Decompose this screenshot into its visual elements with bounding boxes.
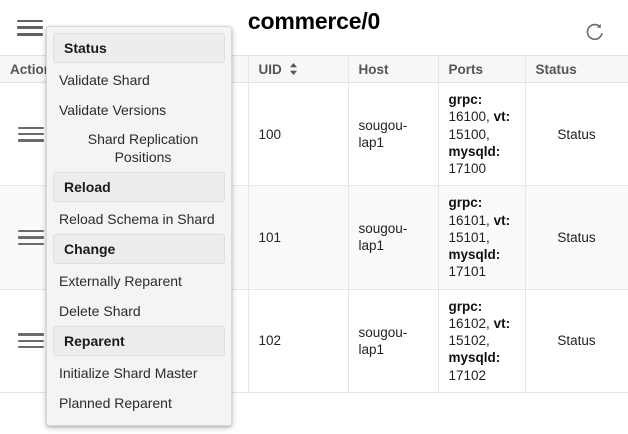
- hamburger-line: [18, 339, 44, 342]
- menu-item-externally-reparent[interactable]: Externally Reparent: [59, 273, 182, 289]
- hamburger-icon[interactable]: [18, 126, 44, 142]
- port-value-grpc: 16102,: [448, 315, 490, 331]
- port-value-vt: 15102,: [448, 333, 490, 349]
- menu-section-header-change: Change: [53, 234, 225, 264]
- hamburger-line: [18, 133, 44, 136]
- hamburger-line: [18, 139, 44, 142]
- port-label-grpc: grpc:: [448, 195, 483, 211]
- column-header-host-label: Host: [358, 61, 389, 77]
- port-value-grpc: 16100,: [448, 109, 490, 125]
- row-status: Status: [525, 82, 628, 187]
- column-header-ports-label: Ports: [448, 61, 484, 77]
- column-header-status-label: Status: [535, 61, 577, 77]
- menu-section-header-reparent: Reparent: [53, 326, 225, 356]
- hamburger-line: [18, 346, 44, 349]
- row-ports: grpc: 16102, vt: 15102, mysqld: 17102: [438, 289, 526, 393]
- row-uid: 102: [248, 289, 349, 393]
- column-header-uid-label: UID: [258, 61, 282, 77]
- table-row: 101 sougou-lap1 grpc: 16101, vt: 15101, …: [0, 185, 628, 290]
- hamburger-line: [17, 26, 43, 29]
- menu-item-initialize-shard-master[interactable]: Initialize Shard Master: [59, 365, 198, 381]
- hamburger-line: [18, 333, 44, 336]
- hamburger-line: [18, 242, 44, 245]
- menu-item-shard-replication-positions[interactable]: Shard Replication Positions: [87, 131, 199, 165]
- column-header-status: Status: [525, 55, 628, 83]
- port-label-vt: vt:: [493, 109, 511, 125]
- refresh-button[interactable]: [584, 21, 606, 43]
- row-uid: 100: [248, 82, 349, 187]
- menu-item-validate-versions[interactable]: Validate Versions: [59, 102, 167, 118]
- port-value-vt: 15100,: [448, 126, 490, 142]
- hamburger-line: [18, 229, 44, 233]
- row-uid: 101: [248, 185, 349, 290]
- port-label-mysqld: mysqld:: [448, 350, 501, 366]
- hamburger-line: [18, 236, 44, 239]
- row-host: sougou-lap1: [348, 82, 439, 187]
- port-label-vt: vt:: [493, 315, 511, 331]
- menu-item-emergency-reparent[interactable]: Emergency Reparent: [47, 418, 231, 425]
- row-ports: grpc: 16101, vt: 15101, mysqld: 17101: [438, 185, 526, 290]
- app-menu-button[interactable]: [0, 19, 60, 36]
- column-header-ports: Ports: [438, 55, 526, 83]
- refresh-icon: [586, 23, 603, 40]
- port-value-vt: 15101,: [448, 229, 490, 245]
- column-header-host: Host: [348, 55, 439, 83]
- row-status: Status: [525, 185, 628, 290]
- menu-section-header-status: Status: [53, 33, 225, 63]
- port-label-grpc: grpc:: [448, 92, 483, 107]
- hamburger-line: [18, 126, 44, 129]
- menu-item-reload-schema-in-shard[interactable]: Reload Schema in Shard: [59, 211, 215, 227]
- port-value-mysqld: 17100: [448, 161, 487, 177]
- menu-item-delete-shard[interactable]: Delete Shard: [59, 303, 141, 319]
- row-host: sougou-lap1: [348, 185, 439, 290]
- menu-item-planned-reparent[interactable]: Planned Reparent: [59, 395, 172, 411]
- hamburger-line: [17, 19, 43, 22]
- port-label-mysqld: mysqld:: [448, 143, 501, 159]
- port-label-grpc: grpc:: [448, 298, 483, 314]
- sort-updown-icon[interactable]: [288, 62, 299, 76]
- port-value-mysqld: 17102: [448, 367, 487, 383]
- row-host: sougou-lap1: [348, 289, 439, 393]
- shard-actions-context-menu: Status Validate Shard Validate Versions …: [46, 26, 232, 426]
- hamburger-icon[interactable]: [17, 19, 43, 36]
- row-ports: grpc: 16100, vt: 15100, mysqld: 17100: [438, 82, 526, 187]
- hamburger-icon[interactable]: [18, 229, 44, 245]
- hamburger-icon[interactable]: [18, 333, 44, 349]
- port-label-vt: vt:: [493, 212, 511, 228]
- port-label-mysqld: mysqld:: [448, 247, 501, 263]
- port-value-mysqld: 17101: [448, 264, 487, 280]
- column-header-uid[interactable]: UID: [248, 55, 349, 83]
- row-status: Status: [525, 289, 628, 393]
- menu-item-validate-shard[interactable]: Validate Shard: [59, 72, 150, 88]
- menu-section-header-reload: Reload: [53, 172, 225, 202]
- port-value-grpc: 16101,: [448, 212, 490, 228]
- hamburger-line: [17, 33, 43, 36]
